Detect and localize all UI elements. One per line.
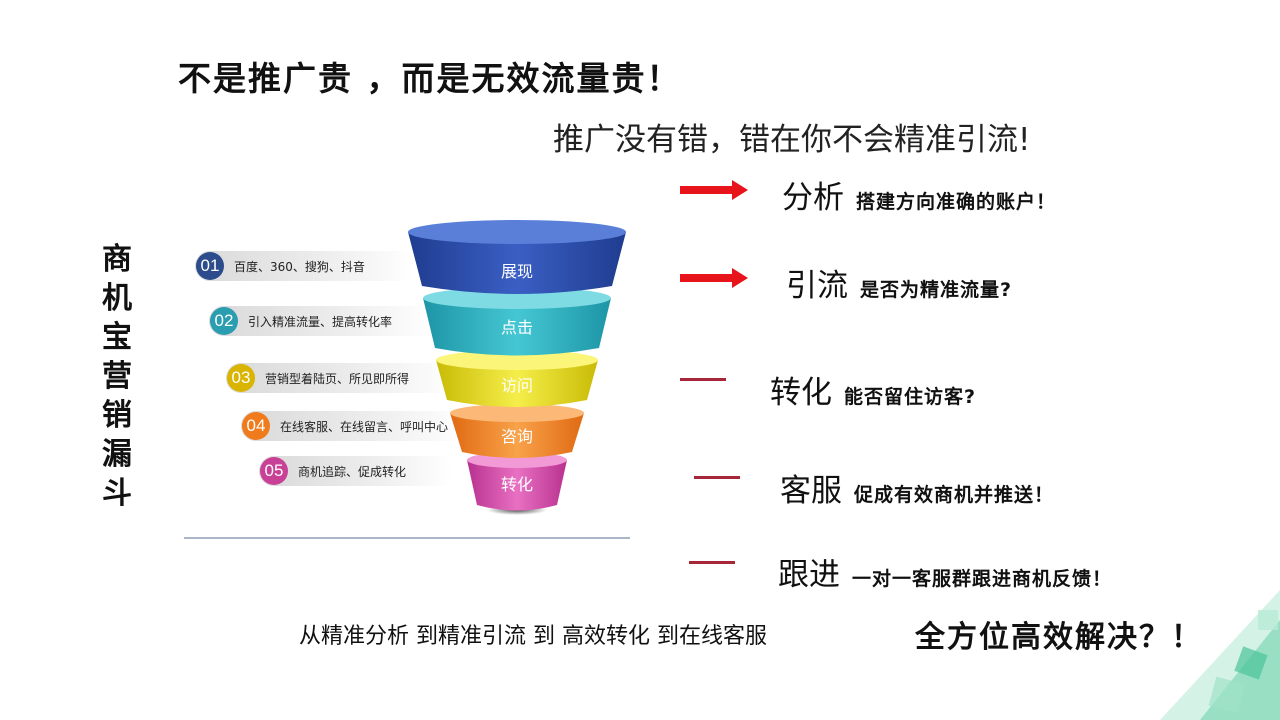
funnel-layer-2: 点击 <box>423 287 611 356</box>
dash-marker <box>680 378 726 381</box>
bottom-slogan: 全方位高效解决？！ <box>915 620 1203 655</box>
right-item-title: 引流 <box>786 268 848 304</box>
funnel-step-04: 04 在线客服、在线留言、呼叫中心 <box>241 411 466 441</box>
vertical-title-char: 斗 <box>102 476 132 511</box>
vertical-title-char: 漏 <box>102 437 132 472</box>
red-arrow-icon <box>680 268 748 288</box>
step-text: 营销型着陆页、所见即所得 <box>265 371 410 386</box>
funnel-graphic: 转化 咨询 访问 点击 展现 <box>408 220 626 515</box>
right-item-traffic: 引流 是否为精准流量? <box>786 260 1012 305</box>
right-item-desc: 是否为精准流量? <box>860 279 1013 301</box>
right-item-analysis: 分析 搭建方向准确的账户！ <box>782 172 1056 217</box>
vertical-title-char: 商 <box>102 242 132 277</box>
dash-marker <box>694 476 740 479</box>
step-number-badge: 04 <box>242 412 270 440</box>
funnel-step-05: 05 商机追踪、促成转化 <box>259 456 454 486</box>
right-item-desc: 一对一客服群跟进商机反馈！ <box>852 568 1113 590</box>
right-item-service: 客服 促成有效商机并推送！ <box>780 465 1054 510</box>
funnel-layer-label: 转化 <box>501 475 533 494</box>
funnel-step-03: 03 营销型着陆页、所见即所得 <box>226 363 456 393</box>
right-item-title: 转化 <box>770 375 832 411</box>
vertical-title-char: 宝 <box>102 320 132 355</box>
right-item-desc: 能否留住访客? <box>844 386 977 408</box>
step-text: 商机追踪、促成转化 <box>298 464 407 479</box>
vertical-title: 商 机 宝 营 销 漏 斗 <box>100 240 134 513</box>
funnel-layer-1: 展现 <box>408 220 626 294</box>
right-item-title: 分析 <box>782 180 844 216</box>
headline: 不是推广贵 ，而是无效流量贵！ <box>178 59 682 98</box>
vertical-title-char: 销 <box>102 398 132 433</box>
funnel-layer-4: 咨询 <box>450 404 584 458</box>
step-text: 在线客服、在线留言、呼叫中心 <box>280 419 449 434</box>
funnel-step-02: 02 引入精准流量、提高转化率 <box>209 306 434 336</box>
step-text: 百度、360、搜狗、抖音 <box>234 259 365 274</box>
right-item-title: 跟进 <box>778 557 840 593</box>
funnel-layer-3: 访问 <box>436 350 598 407</box>
funnel-layer-label: 咨询 <box>501 427 533 446</box>
funnel-layer-5: 转化 <box>467 452 567 511</box>
step-number-badge: 05 <box>260 457 288 485</box>
right-item-title: 客服 <box>780 473 842 509</box>
funnel-layer-label: 展现 <box>501 262 533 281</box>
vertical-title-char: 营 <box>102 359 132 394</box>
step-number-badge: 01 <box>196 252 224 280</box>
right-item-desc: 促成有效商机并推送！ <box>854 484 1055 506</box>
right-item-conversion: 转化 能否留住访客? <box>770 367 976 412</box>
funnel-layer-label: 点击 <box>501 318 533 337</box>
funnel-baseline <box>184 537 630 539</box>
step-number-badge: 02 <box>210 307 238 335</box>
dash-marker <box>689 561 735 564</box>
right-item-desc: 搭建方向准确的账户！ <box>856 191 1057 213</box>
decorative-corner-shapes <box>1160 590 1280 720</box>
right-item-followup: 跟进 一对一客服群跟进商机反馈！ <box>778 549 1112 594</box>
funnel-layer-label: 访问 <box>501 376 533 395</box>
funnel-step-01: 01 百度、360、搜狗、抖音 <box>195 251 415 281</box>
red-arrow-icon <box>680 180 748 200</box>
vertical-title-char: 机 <box>102 281 132 316</box>
step-text: 引入精准流量、提高转化率 <box>248 314 393 329</box>
bottom-summary: 从精准分析 到精准引流 到 高效转化 到在线客服 <box>299 624 767 649</box>
step-number-badge: 03 <box>227 364 255 392</box>
subheadline: 推广没有错，错在你不会精准引流! <box>553 122 1031 158</box>
